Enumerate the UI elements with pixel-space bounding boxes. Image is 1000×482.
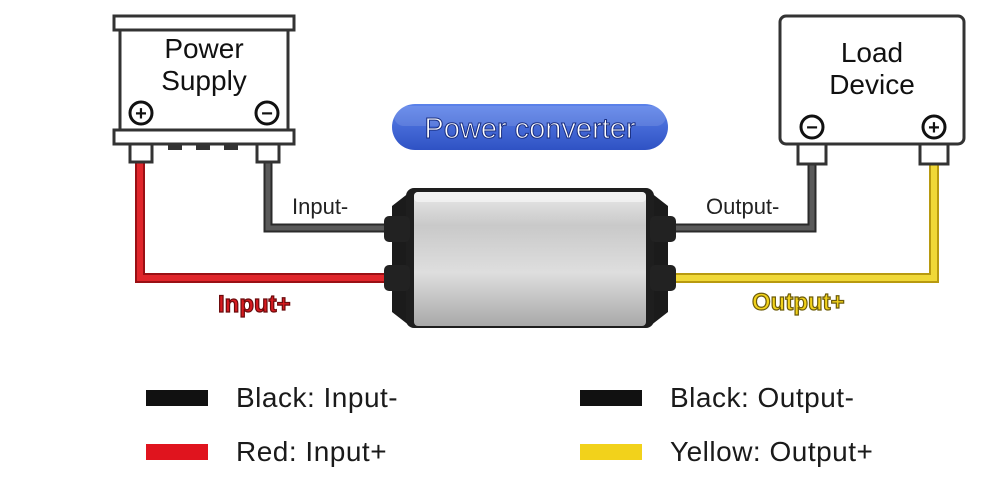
minus-terminal-icon: − bbox=[254, 100, 280, 126]
legend-label: Yellow: Output+ bbox=[670, 436, 874, 467]
input-plus-grommet bbox=[384, 265, 410, 291]
power-supply-label-line2: Supply bbox=[161, 65, 247, 96]
converter-module bbox=[384, 188, 676, 328]
legend-item-black-output: Black: Output- bbox=[580, 382, 854, 414]
legend-label: Black: Input- bbox=[236, 382, 399, 413]
legend-label: Red: Input+ bbox=[236, 436, 388, 467]
svg-text:−: − bbox=[806, 117, 818, 139]
minus-terminal-icon: − bbox=[799, 114, 825, 140]
load-device-label-line2: Device bbox=[829, 69, 915, 100]
legend-swatch bbox=[146, 444, 208, 460]
wire-input-minus bbox=[263, 160, 405, 233]
svg-text:−: − bbox=[261, 103, 273, 125]
svg-text:+: + bbox=[928, 117, 940, 139]
output-plus-label: Output+ bbox=[752, 289, 845, 316]
input-plus-label: Input+ bbox=[218, 291, 291, 318]
legend-swatch bbox=[580, 390, 642, 406]
input-minus-grommet bbox=[384, 216, 410, 242]
plus-terminal-icon: + bbox=[128, 100, 154, 126]
legend-item-yellow-output: Yellow: Output+ bbox=[580, 436, 873, 468]
output-plus-grommet bbox=[650, 265, 676, 291]
power-supply-box: Power Supply + − bbox=[112, 14, 296, 164]
wire-output-minus bbox=[672, 162, 817, 233]
wire-output-plus bbox=[672, 165, 939, 283]
output-minus-label: Output- bbox=[706, 194, 779, 219]
input-minus-label: Input- bbox=[292, 194, 348, 219]
load-device-label-line1: Load bbox=[841, 37, 903, 68]
legend-swatch bbox=[580, 444, 642, 460]
legend-swatch bbox=[146, 390, 208, 406]
wire-input-plus bbox=[135, 162, 405, 283]
title-badge: Power converter bbox=[392, 104, 668, 150]
legend-label: Black: Output- bbox=[670, 382, 855, 413]
page-title: Power converter bbox=[424, 113, 635, 145]
plus-terminal-icon: + bbox=[921, 114, 947, 140]
power-supply-label-line1: Power bbox=[164, 33, 243, 64]
output-minus-grommet bbox=[650, 216, 676, 242]
legend-item-black-input: Black: Input- bbox=[146, 382, 398, 414]
load-device-box: Load Device − + bbox=[778, 14, 966, 166]
legend-item-red-input: Red: Input+ bbox=[146, 436, 387, 468]
svg-text:+: + bbox=[135, 103, 147, 125]
